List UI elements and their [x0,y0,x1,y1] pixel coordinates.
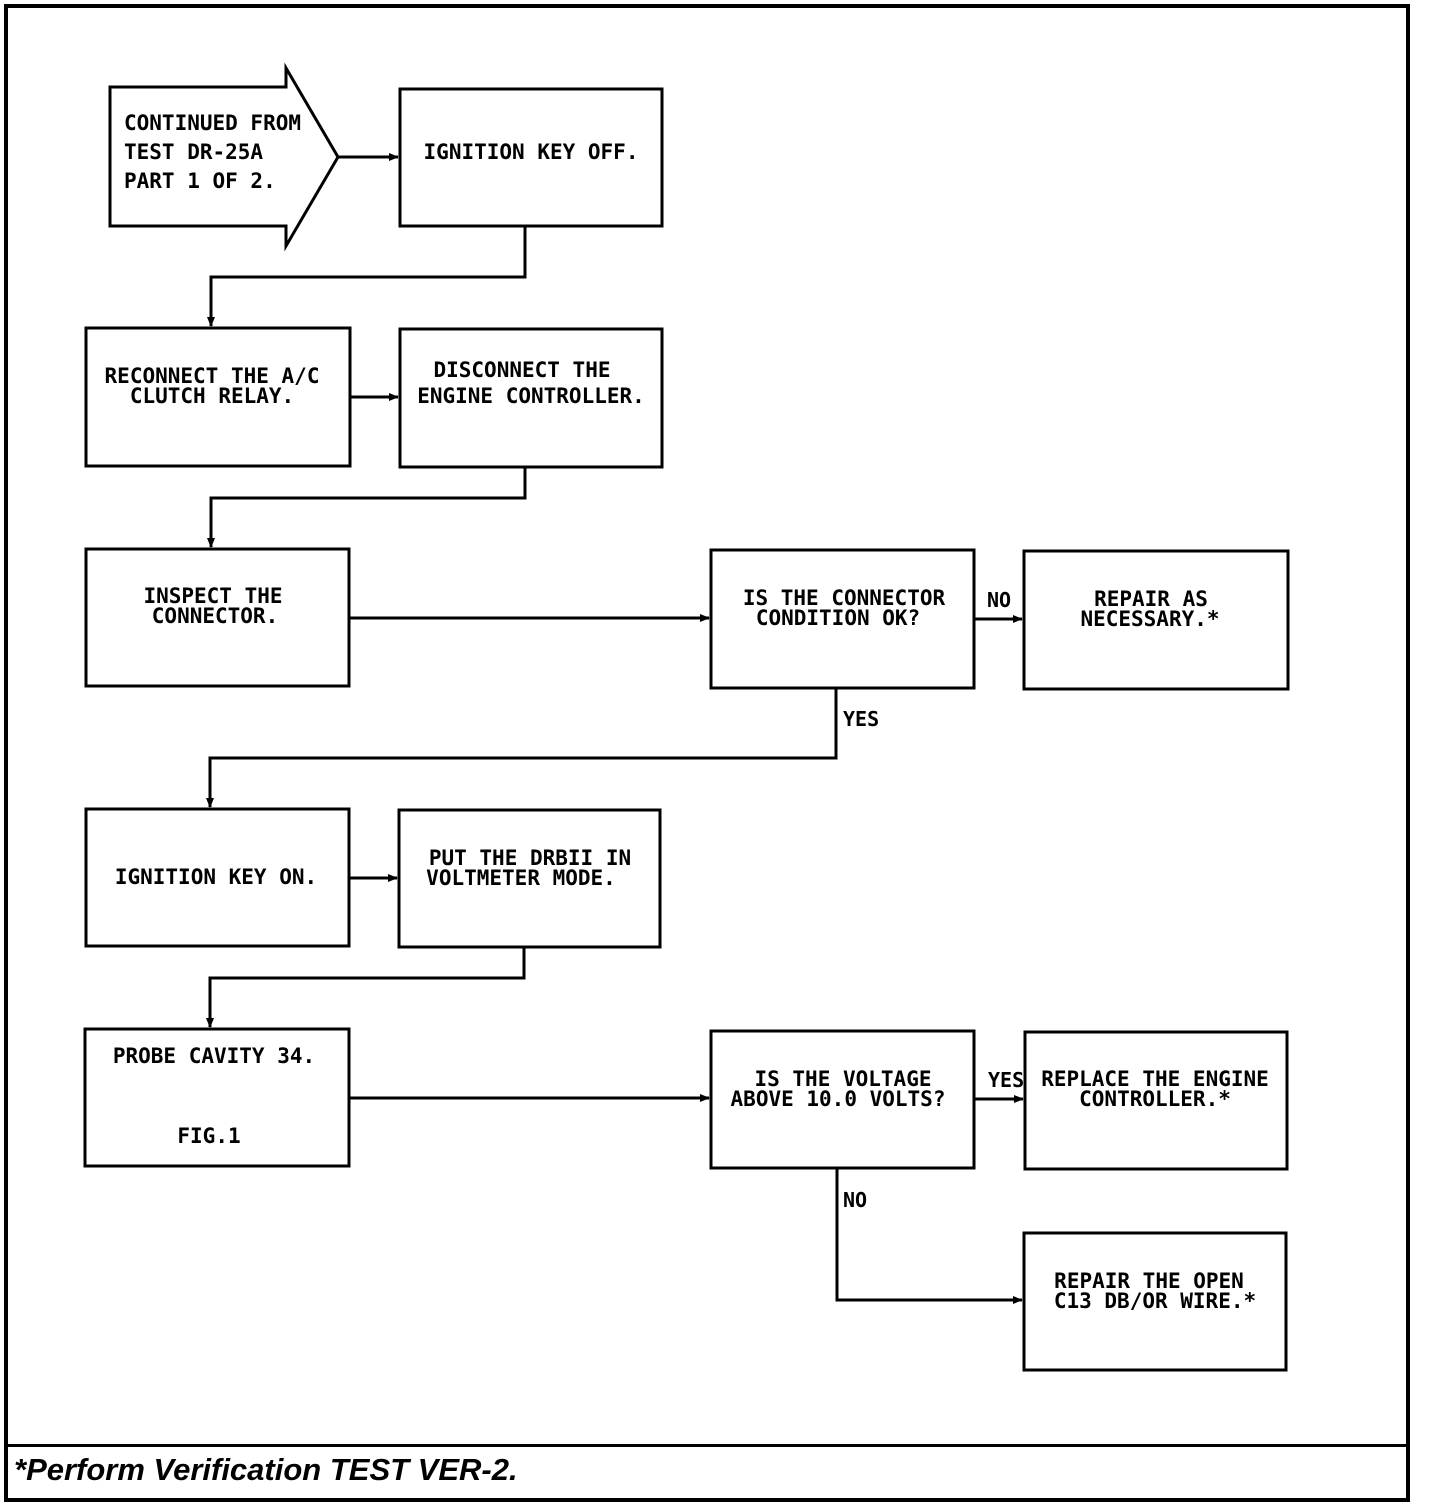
box-reconnect-relay-line-1: RECONNECT THE A/C [105,364,320,388]
decision-voltage: IS THE VOLTAGE ABOVE 10.0 VOLTS? [709,1029,976,1170]
box-ignition-off-label: IGNITION KEY OFF. [424,140,639,164]
connector-disconnect-to-inspect [207,467,527,548]
box-ignition-on-label: IGNITION KEY ON. [115,865,317,889]
start-arrow-line-3: PART 1 OF 2. [124,169,276,193]
box-disconnect-controller: DISCONNECT THE ENGINE CONTROLLER. [398,327,664,469]
box-repair-as-necessary: REPAIR AS NECESSARY.* [1022,549,1290,691]
box-replace-controller: REPLACE THE ENGINE CONTROLLER.* [1023,1030,1289,1171]
box-inspect-connector-line-1: INSPECT THE [143,584,282,608]
connector-ignition-off-to-reconnect [207,226,527,327]
box-replace-controller-line-2: CONTROLLER.* [1079,1087,1231,1111]
start-arrow-shape [108,62,340,252]
page-frame [4,4,1410,1502]
box-repair-open-line-1: REPAIR THE OPEN [1054,1269,1244,1293]
box-voltmeter-mode-line-1: PUT THE DRBII IN [429,846,631,870]
box-reconnect-relay: RECONNECT THE A/C CLUTCH RELAY. [84,326,352,468]
box-ignition-on: IGNITION KEY ON. [84,807,351,948]
box-ignition-off: IGNITION KEY OFF. [398,87,664,228]
connector-voltmeter-to-probe [206,947,526,1028]
decision-voltage-line-2: ABOVE 10.0 VOLTS? [731,1087,946,1111]
footer-note: *Perform Verification TEST VER-2. [14,1452,518,1487]
box-disconnect-controller-line-1: DISCONNECT THE [433,358,610,382]
box-replace-controller-line-1: REPLACE THE ENGINE [1041,1067,1269,1091]
box-voltmeter-mode-line-2: VOLTMETER MODE. [426,866,616,890]
box-repair-open-line-2: C13 DB/OR WIRE.* [1054,1289,1256,1313]
decision-connector-ok: IS THE CONNECTOR CONDITION OK? [709,548,976,690]
box-disconnect-controller-line-2: ENGINE CONTROLLER. [417,384,645,408]
connector-decision-yes-to-ignition-on [206,688,838,808]
start-arrow-line-1: CONTINUED FROM [124,111,301,135]
decision-connector-ok-line-2: CONDITION OK? [756,606,920,630]
box-probe-cavity: PROBE CAVITY 34. FIG.1 [83,1027,351,1168]
footer-divider [4,1444,1406,1447]
start-arrow-line-2: TEST DR-25A [124,140,263,164]
box-repair-open: REPAIR THE OPEN C13 DB/OR WIRE.* [1022,1231,1288,1372]
connector-voltage-no-to-repair-open [835,1168,1023,1304]
decision-voltage-line-1: IS THE VOLTAGE [754,1067,931,1091]
branch-label-connector-yes: YES [843,707,879,731]
box-inspect-connector-line-2: CONNECTOR. [152,604,278,628]
decision-connector-ok-line-1: IS THE CONNECTOR [743,586,946,610]
box-probe-cavity-line-1: PROBE CAVITY 34. [113,1044,315,1068]
box-repair-as-necessary-line-2: NECESSARY.* [1080,607,1219,631]
box-voltmeter-mode: PUT THE DRBII IN VOLTMETER MODE. [397,808,662,949]
box-inspect-connector: INSPECT THE CONNECTOR. [84,547,351,688]
start-arrow: CONTINUED FROM TEST DR-25A PART 1 OF 2. [108,62,340,252]
branch-label-voltage-yes: YES [988,1068,1024,1092]
connectors [206,153,1024,1304]
box-probe-cavity-fig: FIG.1 [177,1124,240,1148]
box-repair-as-necessary-line-1: REPAIR AS [1094,587,1208,611]
branch-label-connector-no: NO [987,588,1011,612]
box-reconnect-relay-line-2: CLUTCH RELAY. [130,384,294,408]
branch-label-voltage-no: NO [843,1188,867,1212]
